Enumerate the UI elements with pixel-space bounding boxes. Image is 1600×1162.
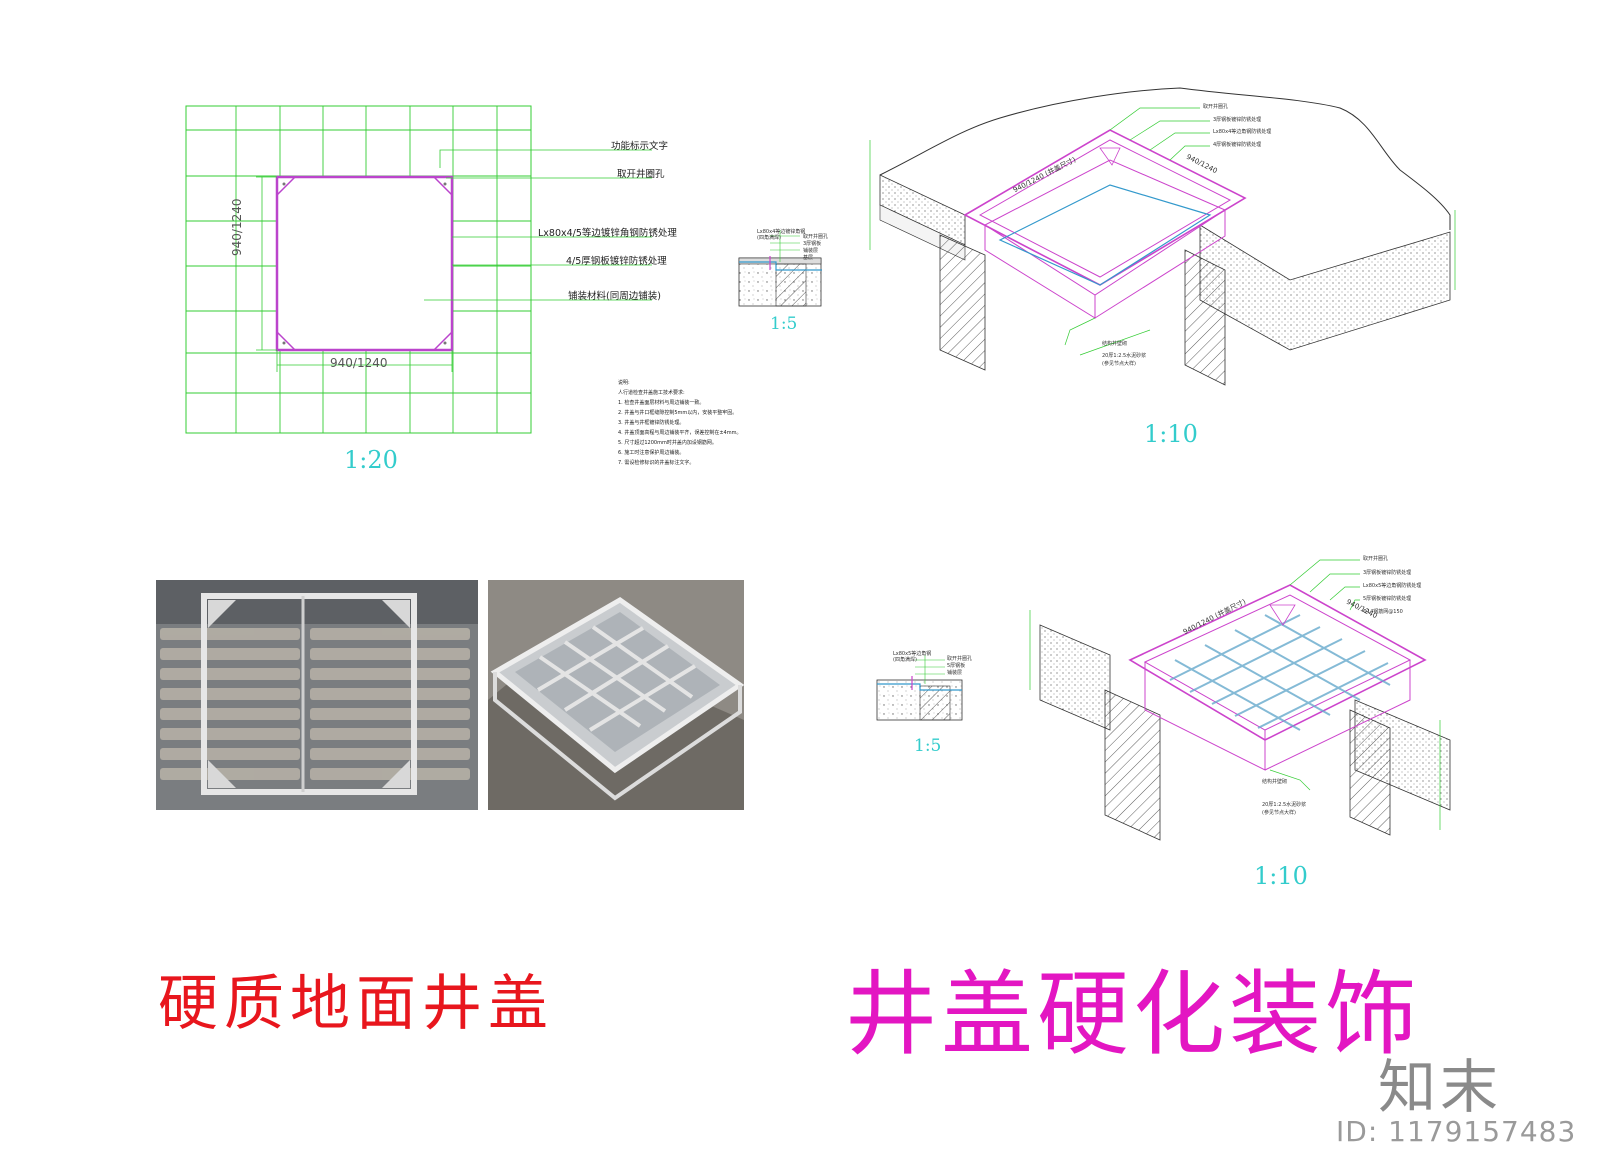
section-bottom-label-1: (四角满焊) bbox=[893, 657, 917, 663]
iso-bottom-bottom-callout-1: 20厚1:2.5水泥砂浆 bbox=[1262, 802, 1307, 808]
notes-line-5: 5. 尺寸超过1200mm时井盖内加设钢筋网。 bbox=[618, 440, 717, 446]
iso-top-scale: 1:10 bbox=[1144, 420, 1198, 448]
construction-notes: 说明: 人行道检查井盖施工技术要求: 1. 检查井盖面层材料与周边铺装一致。 2… bbox=[618, 378, 741, 468]
plan-view bbox=[185, 105, 652, 434]
iso-top-callout-0: 取开井圈孔 bbox=[1203, 104, 1229, 110]
title-right: 井盖硬化装饰 bbox=[845, 961, 1422, 1068]
photo-frame-tiles bbox=[156, 580, 478, 810]
iso-bottom-scale: 1:10 bbox=[1254, 862, 1308, 890]
plan-callout-3: 4/5厚钢板镀锌防锈处理 bbox=[566, 256, 667, 267]
iso-top-callout-2: Lx80x4等边角钢防锈处理 bbox=[1213, 129, 1272, 135]
section-top-label-2: 取开井圈孔 bbox=[803, 234, 829, 240]
iso-bottom-callout-4: Φ14钢筋网@150 bbox=[1363, 609, 1403, 615]
plan-scale: 1:20 bbox=[344, 446, 398, 474]
plan-callout-2: Lx80x4/5等边镀锌角钢防锈处理 bbox=[538, 228, 677, 239]
iso-view-bottom bbox=[1029, 559, 1451, 841]
section-top-label-0: Lx80x4等边镀锌角钢 bbox=[757, 229, 806, 235]
section-top-label-1: (四角满焊) bbox=[757, 235, 781, 241]
iso-bottom-callout-1: 3厚钢板镀锌防锈处理 bbox=[1363, 570, 1412, 576]
brand-logo: 知末 bbox=[1378, 1053, 1503, 1121]
iso-top-bottom-callout-1: 20厚1:2.5水泥砂浆 bbox=[1102, 353, 1147, 359]
section-top-scale: 1:5 bbox=[770, 314, 798, 334]
iso-top-bottom-callout-2: (参见节点大样) bbox=[1102, 361, 1136, 367]
notes-title: 说明: bbox=[618, 380, 630, 386]
section-bottom-label-3: 5厚钢板 bbox=[947, 663, 966, 669]
section-detail-top bbox=[738, 230, 822, 307]
section-bottom-label-0: Lx80x5等边角钢 bbox=[893, 651, 932, 657]
iso-top-callout-1: 3厚钢板镀锌防锈处理 bbox=[1213, 117, 1262, 123]
notes-line-0: 人行道检查井盖施工技术要求: bbox=[618, 390, 685, 396]
iso-bottom-callout-0: 取开井圈孔 bbox=[1363, 556, 1389, 562]
iso-top-callout-3: 4厚钢板镀锌防锈处理 bbox=[1213, 142, 1262, 148]
notes-line-7: 7. 需设检修标识的井盖标注文字。 bbox=[618, 460, 695, 466]
notes-line-6: 6. 施工时注意保护周边铺装。 bbox=[618, 450, 685, 456]
iso-bottom-callout-3: 5厚钢板镀锌防锈处理 bbox=[1363, 596, 1412, 602]
section-top-label-5: 基层 bbox=[803, 255, 814, 261]
plan-dim-vertical: 940/1240 bbox=[230, 198, 244, 257]
section-bottom-label-4: 铺装层 bbox=[947, 670, 963, 676]
iso-bottom-callout-2: Lx80x5等边角钢防锈处理 bbox=[1363, 583, 1422, 589]
plan-callout-4: 铺装材料(同周边铺装) bbox=[568, 291, 661, 302]
notes-line-2: 2. 井盖与井口框缝隙控制5mm以内，安装平整牢固。 bbox=[618, 410, 738, 416]
section-top-label-3: 3厚钢板 bbox=[803, 241, 822, 247]
photo-steel-cover bbox=[488, 580, 745, 810]
iso-top-bottom-callout-0: 结构井壁砌 bbox=[1102, 341, 1128, 347]
plan-callout-0: 功能标示文字 bbox=[611, 141, 669, 152]
notes-line-4: 4. 井盖顶面高程与周边铺装平齐，误差控制在±4mm。 bbox=[618, 430, 742, 436]
iso-view-top bbox=[869, 87, 1456, 386]
section-bottom-label-2: 取开井圈孔 bbox=[947, 656, 973, 662]
asset-id: ID: 1179157483 bbox=[1336, 1115, 1577, 1148]
iso-bottom-bottom-callout-0: 结构井壁砌 bbox=[1262, 779, 1288, 785]
plan-callout-1: 取开井圈孔 bbox=[617, 169, 665, 180]
notes-line-1: 1. 检查井盖面层材料与周边铺装一致。 bbox=[618, 400, 705, 406]
section-detail-bottom bbox=[876, 655, 963, 721]
plan-dim-horizontal: 940/1240 bbox=[330, 356, 388, 370]
notes-line-3: 3. 井盖与井框镀锌防锈处理。 bbox=[618, 420, 685, 426]
section-top-label-4: 铺装层 bbox=[803, 248, 819, 254]
section-bottom-scale: 1:5 bbox=[914, 736, 942, 756]
iso-bottom-bottom-callout-2: (参见节点大样) bbox=[1262, 810, 1296, 816]
title-left: 硬质地面井盖 bbox=[158, 969, 554, 1039]
